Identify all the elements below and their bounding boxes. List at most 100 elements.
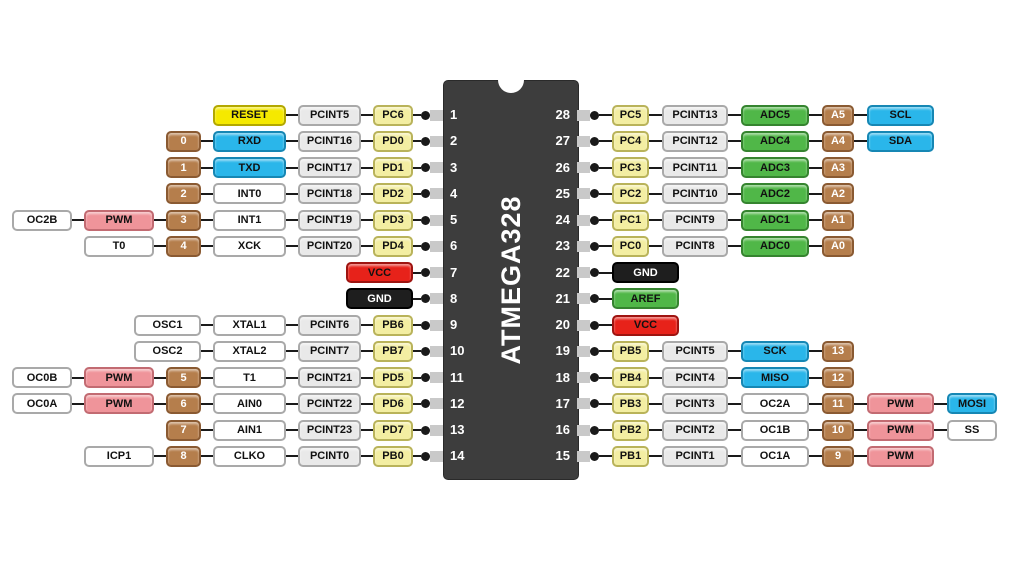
connector-line xyxy=(728,166,741,169)
connector-line xyxy=(599,376,612,379)
pin-row-left-7: VCC xyxy=(346,261,430,285)
pin-box-sda: SDA xyxy=(867,130,934,152)
pin-box-gnd: GND xyxy=(612,262,679,283)
pin-box-pcint5: PCINT5 xyxy=(662,340,728,362)
pin-box-9: 9 xyxy=(822,445,854,467)
pin-connection-dot xyxy=(590,399,599,409)
pin-box-pcint17: PCINT17 xyxy=(298,157,361,178)
pin-box-a5: A5 xyxy=(822,104,854,126)
connector-line xyxy=(934,402,947,405)
connector-line xyxy=(413,376,421,379)
connector-line xyxy=(413,114,421,116)
pin-box-adc3: ADC3 xyxy=(741,157,809,178)
connector-line xyxy=(201,219,213,221)
connector-line xyxy=(413,297,421,300)
pin-connection-dot xyxy=(590,451,599,461)
connector-line xyxy=(201,324,213,326)
chip-notch xyxy=(498,80,524,93)
pin-box-pb2: PB2 xyxy=(612,419,649,441)
pin-connection-dot xyxy=(421,110,430,120)
chip-lead-left xyxy=(430,293,443,305)
connector-line xyxy=(809,455,822,458)
pin-box-oc2a: OC2A xyxy=(741,393,809,415)
pin-box-oc1a: OC1A xyxy=(741,445,809,467)
pin-box-pb4: PB4 xyxy=(612,367,649,388)
connector-line xyxy=(361,219,373,221)
pin-box-pc3: PC3 xyxy=(612,157,649,178)
pin-box-pcint20: PCINT20 xyxy=(298,235,361,257)
pin-box-t0: T0 xyxy=(84,235,154,257)
connector-line xyxy=(201,140,213,143)
pin-box-pcint13: PCINT13 xyxy=(662,104,728,126)
connector-line xyxy=(809,192,822,195)
connector-line xyxy=(599,219,612,221)
connector-line xyxy=(599,350,612,353)
connector-line xyxy=(201,350,213,353)
pin-box-a0: A0 xyxy=(822,235,854,257)
chip-pin-number-11: 11 xyxy=(450,369,464,385)
connector-line xyxy=(854,114,867,116)
pin-box-ss: SS xyxy=(947,419,997,441)
pin-box-mosi: MOSI xyxy=(947,393,997,415)
chip-lead-left xyxy=(430,398,443,410)
pin-connection-dot xyxy=(590,163,599,172)
connector-line xyxy=(286,166,298,169)
pin-box-vcc: VCC xyxy=(612,314,679,336)
pin-box-7: 7 xyxy=(166,419,201,441)
connector-line xyxy=(154,402,166,405)
pin-connection-dot xyxy=(421,373,430,382)
connector-line xyxy=(201,245,213,248)
pin-box-xtal2: XTAL2 xyxy=(213,340,286,362)
pin-connection-dot xyxy=(421,215,430,225)
connector-line xyxy=(154,376,166,379)
pin-box-oc0b: OC0B xyxy=(12,367,72,388)
pin-box-pb1: PB1 xyxy=(612,445,649,467)
connector-line xyxy=(286,455,298,458)
pin-box-a4: A4 xyxy=(822,130,854,152)
atmega328-chip-body: ATMEGA328 xyxy=(443,80,579,480)
connector-line xyxy=(934,429,947,431)
pin-connection-dot xyxy=(421,320,430,330)
connector-line xyxy=(361,166,373,169)
chip-pin-number-8: 8 xyxy=(450,290,458,306)
pin-box-pwm: PWM xyxy=(867,445,934,467)
pin-box-vcc: VCC xyxy=(346,262,413,283)
pin-box-int1: INT1 xyxy=(213,209,286,231)
pin-box-txd: TXD xyxy=(213,157,286,178)
pin-box-pc5: PC5 xyxy=(612,104,649,126)
connector-line xyxy=(649,114,662,116)
connector-line xyxy=(361,192,373,195)
chip-pin-number-21: 21 xyxy=(555,290,570,306)
connector-line xyxy=(599,455,612,458)
chip-lead-left xyxy=(430,319,443,331)
pin-connection-dot xyxy=(421,268,430,277)
pin-box-pd0: PD0 xyxy=(373,130,413,152)
chip-lead-right xyxy=(577,372,590,383)
chip-pin-number-23: 23 xyxy=(555,238,570,254)
pin-box-aref: AREF xyxy=(612,288,679,310)
chip-pin-number-10: 10 xyxy=(450,343,465,359)
connector-line xyxy=(413,192,421,195)
chip-pin-number-5: 5 xyxy=(450,212,458,227)
pin-box-pwm: PWM xyxy=(84,209,154,231)
connector-line xyxy=(649,376,662,379)
connector-line xyxy=(809,402,822,405)
chip-lead-right xyxy=(577,319,590,331)
pin-box-pwm: PWM xyxy=(867,419,934,441)
connector-line xyxy=(286,192,298,195)
pin-box-adc1: ADC1 xyxy=(741,209,809,231)
chip-pin-number-24: 24 xyxy=(555,212,570,227)
pin-box-pcint16: PCINT16 xyxy=(298,130,361,152)
connector-line xyxy=(201,166,213,169)
connector-line xyxy=(854,402,867,405)
pin-box-a3: A3 xyxy=(822,157,854,178)
chip-pin-number-2: 2 xyxy=(450,133,458,149)
chip-pin-number-4: 4 xyxy=(450,185,458,201)
pin-box-t1: T1 xyxy=(213,367,286,388)
